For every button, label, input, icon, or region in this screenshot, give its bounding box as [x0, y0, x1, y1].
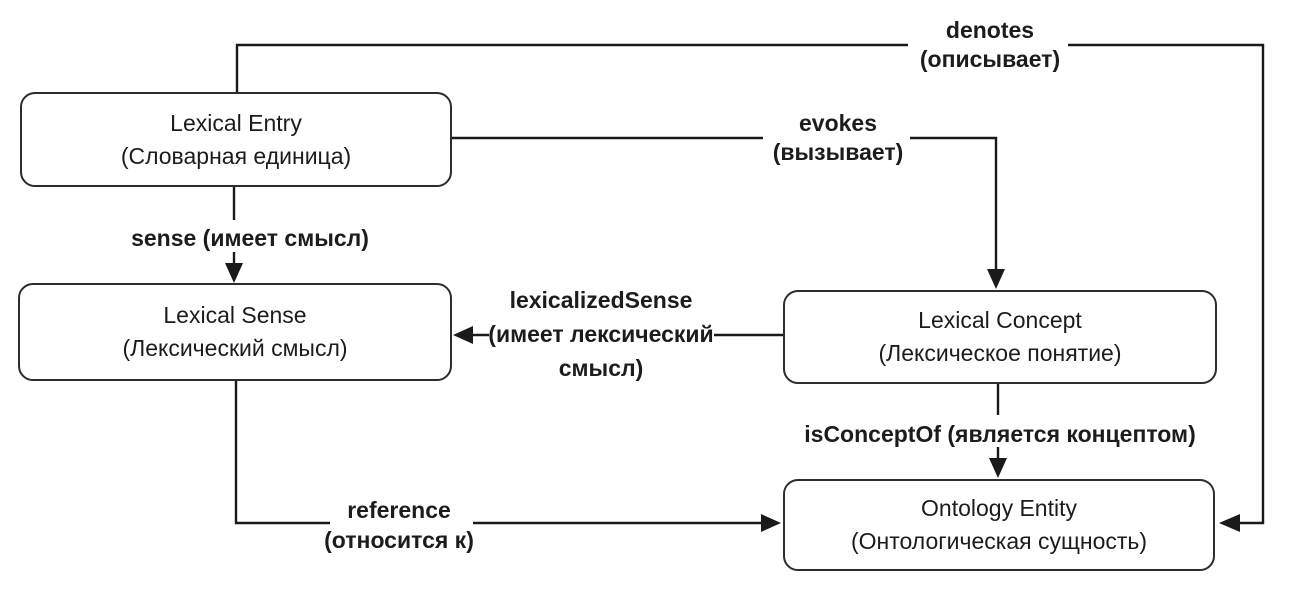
- edge-label-denotes-ru: (описывает): [919, 46, 1061, 72]
- edge-label-reference-en: reference: [347, 497, 451, 523]
- arrowhead-sense: [225, 263, 243, 283]
- edge-is-concept-of: [989, 384, 1007, 478]
- edge-evokes: [452, 136, 1005, 289]
- node-lexical-concept-subtitle: (Лексическое понятие): [878, 340, 1122, 366]
- node-lexical-concept-title: Lexical Concept: [918, 307, 1082, 333]
- arrowhead-denotes: [1219, 514, 1240, 532]
- arrowhead-reference: [761, 514, 781, 532]
- node-lexical-entry: Lexical Entry (Словарная единица): [20, 92, 452, 187]
- node-ontology-entity-subtitle: (Онтологическая сущность): [850, 528, 1148, 554]
- edge-label-reference-ru: (относится к): [324, 527, 474, 553]
- edge-label-denotes-en: denotes: [945, 17, 1035, 43]
- edge-label-lexicalized-sense-ru-line2: смысл): [558, 355, 644, 381]
- node-lexical-entry-title: Lexical Entry: [170, 109, 302, 136]
- edge-label-sense: sense (имеет смысл): [131, 225, 369, 251]
- edge-label-evokes: evokes (вызывает): [773, 109, 904, 167]
- edge-label-evokes-en: evokes: [798, 110, 877, 136]
- arrowhead-lexicalized-sense: [453, 326, 473, 344]
- edge-label-lexicalized-sense-en: lexicalizedSense: [509, 287, 693, 313]
- node-lexical-sense-title: Lexical Sense: [163, 302, 307, 328]
- edge-label-lexicalized-sense: lexicalizedSense (имеет лексический смыс…: [488, 283, 713, 385]
- edge-sense: [225, 187, 243, 283]
- edge-reference: [234, 381, 781, 532]
- arrowhead-is-concept-of: [989, 458, 1007, 478]
- node-ontology-entity: Ontology Entity (Онтологическая сущность…: [783, 479, 1215, 571]
- edge-label-denotes: denotes (описывает): [920, 16, 1060, 74]
- node-lexical-entry-subtitle: (Словарная единица): [120, 142, 352, 169]
- edge-label-is-concept-of: isConceptOf (является концептом): [804, 421, 1196, 447]
- edge-label-reference: reference (относится к): [324, 495, 474, 555]
- node-ontology-entity-title: Ontology Entity: [921, 495, 1077, 521]
- arrowhead-evokes: [987, 269, 1005, 289]
- node-lexical-sense-subtitle: (Лексический смысл): [122, 335, 348, 361]
- edge-denotes: [235, 43, 1265, 532]
- edge-label-evokes-ru: (вызывает): [772, 139, 904, 165]
- node-lexical-sense: Lexical Sense (Лексический смысл): [18, 283, 452, 381]
- node-lexical-concept: Lexical Concept (Лексическое понятие): [783, 290, 1217, 384]
- edge-label-lexicalized-sense-ru-line1: (имеет лексический: [488, 321, 714, 347]
- edge-lexicalized-sense: [453, 326, 783, 344]
